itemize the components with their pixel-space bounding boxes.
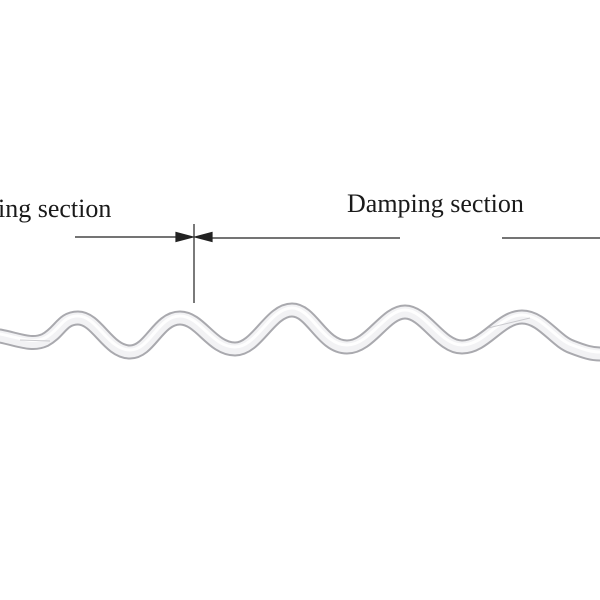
rod-mark-left <box>19 339 51 342</box>
rod-highlight <box>0 306 600 354</box>
helical-rod <box>0 302 600 362</box>
rod-printed-marks <box>19 317 531 342</box>
damping-section-label: Damping section <box>347 189 524 218</box>
dimension-lines <box>75 224 600 303</box>
rod-mark-right <box>487 317 531 329</box>
left-arrowhead <box>175 231 196 243</box>
right-arrowhead <box>192 231 213 243</box>
rod-body <box>0 304 600 360</box>
left-section-label: ing section <box>0 194 112 223</box>
